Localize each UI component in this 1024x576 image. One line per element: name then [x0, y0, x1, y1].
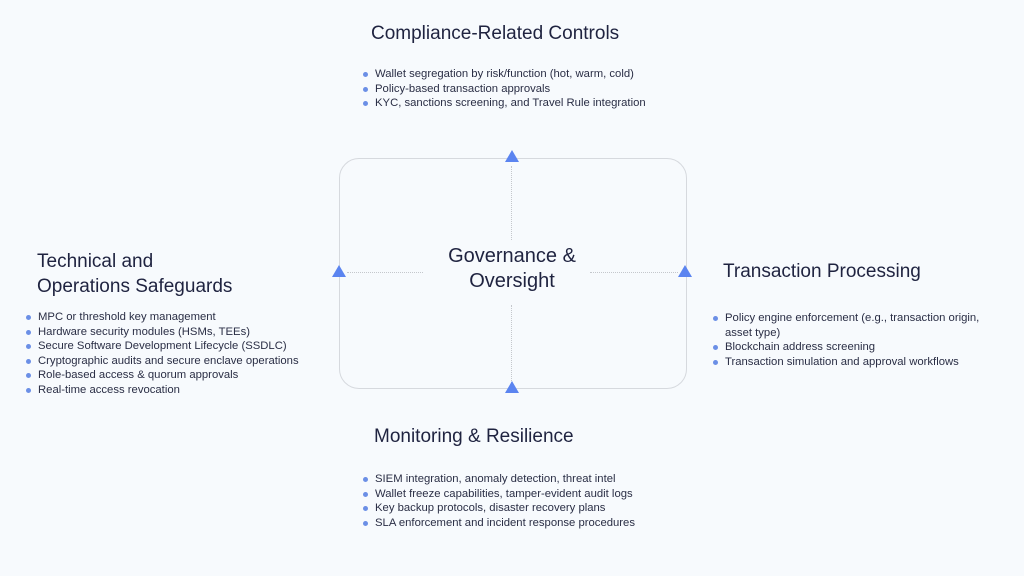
list-item: KYC, sanctions screening, and Travel Rul… — [362, 96, 646, 111]
list-item: Secure Software Development Lifecycle (S… — [25, 339, 299, 354]
bullet-icon — [26, 315, 31, 320]
item-text: Policy engine enforcement (e.g., transac… — [725, 312, 980, 339]
arrow-up-icon — [505, 150, 519, 162]
list-item: Wallet segregation by risk/function (hot… — [362, 67, 646, 82]
item-text: Transaction simulation and approval work… — [725, 355, 959, 368]
bullet-icon — [26, 329, 31, 335]
list-item: Blockchain address screening — [712, 340, 1002, 355]
center-title-line1: Governance & — [448, 245, 576, 267]
bullet-icon — [363, 477, 368, 482]
bullet-icon — [713, 359, 718, 365]
connector-bottom — [511, 305, 512, 383]
arrow-right-icon — [678, 265, 692, 277]
bullet-icon — [26, 344, 31, 350]
compliance-title: Compliance-Related Controls — [371, 23, 620, 44]
item-text: Wallet segregation by risk/function (hot… — [375, 68, 634, 80]
bullet-icon — [713, 345, 718, 351]
item-text: KYC, sanctions screening, and Travel Rul… — [375, 97, 646, 110]
item-text: Role-based access & quorum approvals — [38, 369, 239, 382]
list-item: Cryptographic audits and secure enclave … — [25, 354, 299, 369]
arrow-left-icon — [332, 265, 346, 277]
item-text: Wallet freeze capabilities, tamper-evide… — [375, 487, 633, 500]
list-item: Role-based access & quorum approvals — [25, 368, 299, 383]
monitoring-title: Monitoring & Resilience — [374, 426, 574, 447]
bullet-icon — [26, 387, 31, 393]
arrow-bottom-icon — [505, 381, 519, 393]
center-title: Governance & Oversight — [412, 244, 612, 294]
bullet-icon — [26, 373, 31, 379]
technical-title-line1: Technical and — [37, 251, 154, 272]
list-item: Policy-based transaction approvals — [362, 82, 646, 97]
list-item: SLA enforcement and incident response pr… — [362, 516, 635, 531]
bullet-icon — [363, 101, 368, 107]
list-item: Real-time access revocation — [25, 383, 299, 398]
transaction-title: Transaction Processing — [723, 261, 921, 282]
bullet-icon — [363, 86, 368, 92]
item-text: Cryptographic audits and secure enclave … — [38, 354, 299, 367]
bullet-icon — [713, 316, 718, 321]
list-item: Key backup protocols, disaster recovery … — [362, 501, 635, 516]
item-text: SIEM integration, anomaly detection, thr… — [375, 473, 616, 485]
item-text: Policy-based transaction approvals — [375, 82, 551, 95]
list-item: Wallet freeze capabilities, tamper-evide… — [362, 487, 635, 502]
monitoring-section: Monitoring & Resilience SIEM integration… — [362, 424, 635, 530]
transaction-section: Transaction Processing Policy engine enf… — [712, 259, 1002, 369]
bullet-icon — [363, 520, 368, 526]
connector-top — [511, 166, 512, 240]
bullet-icon — [363, 506, 368, 512]
connector-left — [347, 272, 423, 273]
item-text: SLA enforcement and incident response pr… — [375, 516, 635, 529]
list-item: Transaction simulation and approval work… — [712, 355, 1002, 370]
bullet-icon — [363, 491, 368, 497]
item-text: Key backup protocols, disaster recovery … — [375, 502, 606, 515]
list-item: MPC or threshold key management — [25, 310, 299, 325]
list-item: Policy engine enforcement (e.g., transac… — [712, 311, 1002, 340]
list-item: SIEM integration, anomaly detection, thr… — [362, 472, 635, 487]
connector-right — [590, 272, 678, 273]
technical-section: Technical and Operations Safeguards MPC … — [25, 249, 299, 398]
list-item: Hardware security modules (HSMs, TEEs) — [25, 325, 299, 340]
technical-title-line2: Operations Safeguards — [37, 276, 233, 297]
bullet-icon — [26, 358, 31, 364]
item-text: Real-time access revocation — [38, 383, 180, 396]
item-text: Hardware security modules (HSMs, TEEs) — [38, 325, 250, 338]
item-text: MPC or threshold key management — [38, 311, 216, 323]
compliance-section: Compliance-Related Controls Wallet segre… — [362, 21, 646, 111]
bullet-icon — [363, 72, 368, 77]
item-text: Blockchain address screening — [725, 341, 876, 354]
center-title-line2: Oversight — [469, 270, 555, 292]
item-text: Secure Software Development Lifecycle (S… — [38, 340, 287, 353]
